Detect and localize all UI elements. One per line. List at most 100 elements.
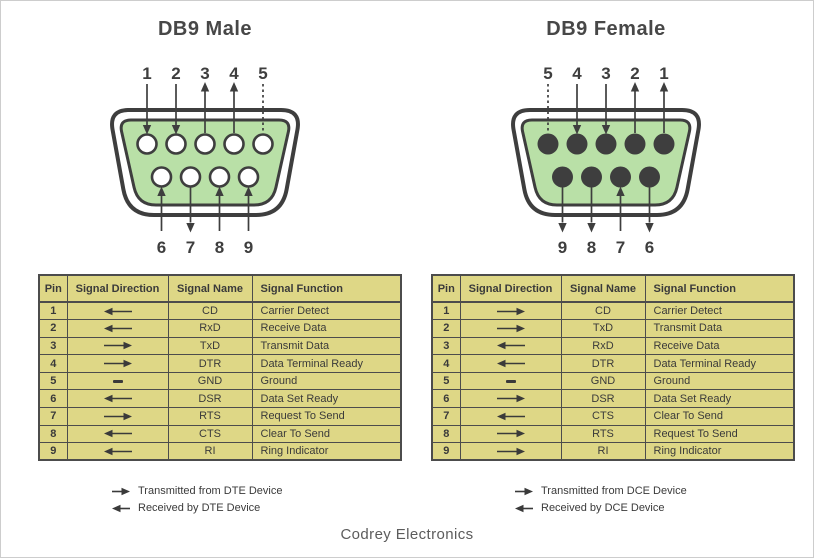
signal-direction-cell: [459, 354, 562, 373]
pin-hole: [252, 133, 274, 155]
signal-direction-cell: [459, 336, 562, 356]
gnd-dash: [112, 379, 123, 383]
pin-number-cell: 6: [431, 389, 461, 409]
legend-row: Transmitted from DCE Device: [514, 484, 687, 498]
legend-row: Transmitted from DTE Device: [111, 484, 282, 498]
signal-name-cell: GND: [167, 371, 253, 391]
arrowhead: [157, 186, 166, 196]
direction-arrow-left-icon: [496, 359, 525, 368]
signal-direction-cell: [66, 424, 169, 444]
signal-name-cell: DTR: [167, 354, 253, 373]
arrowhead: [616, 186, 625, 196]
direction-arrow-right-icon: [496, 307, 525, 315]
signal-name-cell: RxD: [167, 319, 253, 338]
arrowhead: [200, 82, 210, 92]
direction-arrow-right-icon: [103, 359, 132, 368]
signal-name-cell: CTS: [167, 424, 253, 444]
signal-direction-cell: [459, 371, 562, 391]
signal-name-cell: DSR: [560, 389, 646, 409]
arrowhead: [645, 223, 654, 233]
arrowhead: [244, 186, 253, 196]
pin-number-cell: 4: [38, 354, 68, 373]
arrowhead: [516, 430, 525, 438]
signal-function-cell: Clear To Send: [251, 424, 402, 444]
pin-number-cell: 2: [431, 319, 461, 338]
signal-name-cell: GND: [560, 371, 646, 391]
arrowhead: [103, 447, 112, 456]
signal-function-cell: Ring Indicator: [251, 442, 402, 461]
arrowhead: [515, 504, 524, 512]
pin-number-label: 6: [157, 238, 166, 257]
direction-arrow-right-icon: [496, 324, 525, 333]
gnd-dash: [505, 379, 516, 383]
direction-arrow-left-icon: [103, 430, 132, 438]
pin-number-label: 2: [630, 64, 639, 83]
signal-function-cell: Transmit Data: [251, 336, 402, 356]
pin-number-cell: 9: [38, 442, 68, 461]
pin-number-cell: 8: [38, 424, 68, 444]
signal-function-cell: Receive Data: [644, 336, 795, 356]
pin-number-cell: 3: [38, 336, 68, 356]
arrowhead: [123, 342, 132, 350]
column-header: Signal Function: [644, 274, 795, 303]
signal-function-cell: Data Terminal Ready: [644, 354, 795, 373]
pin-number-label: 2: [171, 64, 180, 83]
pin-number-cell: 7: [38, 407, 68, 426]
arrowhead: [496, 412, 505, 421]
pin-number-label: 3: [601, 64, 610, 83]
signal-name-cell: CTS: [560, 407, 646, 426]
pin-hole: [150, 166, 173, 188]
pin-number-cell: 5: [431, 371, 461, 391]
column-header: Signal Name: [560, 274, 646, 303]
column-header: Signal Direction: [459, 274, 562, 303]
legend-label: Received by DTE Device: [138, 502, 261, 514]
legend-label: Transmitted from DCE Device: [541, 485, 687, 497]
arrowhead: [516, 324, 525, 333]
pin-contact: [566, 133, 588, 155]
signal-function-cell: Data Set Ready: [251, 389, 402, 409]
signal-name-cell: DSR: [167, 389, 253, 409]
signal-function-cell: Carrier Detect: [251, 301, 402, 321]
arrowhead: [186, 223, 195, 233]
direction-arrow-left-icon: [103, 447, 132, 456]
pin-number-cell: 1: [38, 301, 68, 321]
arrowhead: [123, 359, 132, 368]
pin-contact: [552, 166, 573, 188]
direction-arrow-left-icon: [103, 307, 132, 315]
arrowhead: [171, 125, 181, 135]
arrowhead: [516, 447, 525, 456]
signal-name-cell: RxD: [560, 336, 646, 356]
direction-arrow-right-icon: [496, 394, 525, 403]
pin-contact: [581, 166, 602, 188]
pin-number-label: 3: [200, 64, 209, 83]
arrowhead: [587, 223, 596, 233]
pin-number-cell: 5: [38, 371, 68, 391]
arrowhead: [516, 307, 525, 315]
arrowhead: [103, 324, 112, 333]
legend-row: Received by DCE Device: [514, 501, 687, 515]
pin-number-label: 4: [229, 64, 239, 83]
column-header: Signal Function: [251, 274, 402, 303]
signal-name-cell: TxD: [560, 319, 646, 338]
pin-hole: [208, 166, 231, 188]
signal-name-cell: DTR: [560, 354, 646, 373]
signal-direction-cell: [66, 319, 169, 338]
signal-name-cell: RTS: [560, 424, 646, 444]
connector-title-female: DB9 Female: [546, 18, 666, 40]
pin-hole: [179, 166, 202, 188]
pin-hole: [223, 133, 245, 155]
